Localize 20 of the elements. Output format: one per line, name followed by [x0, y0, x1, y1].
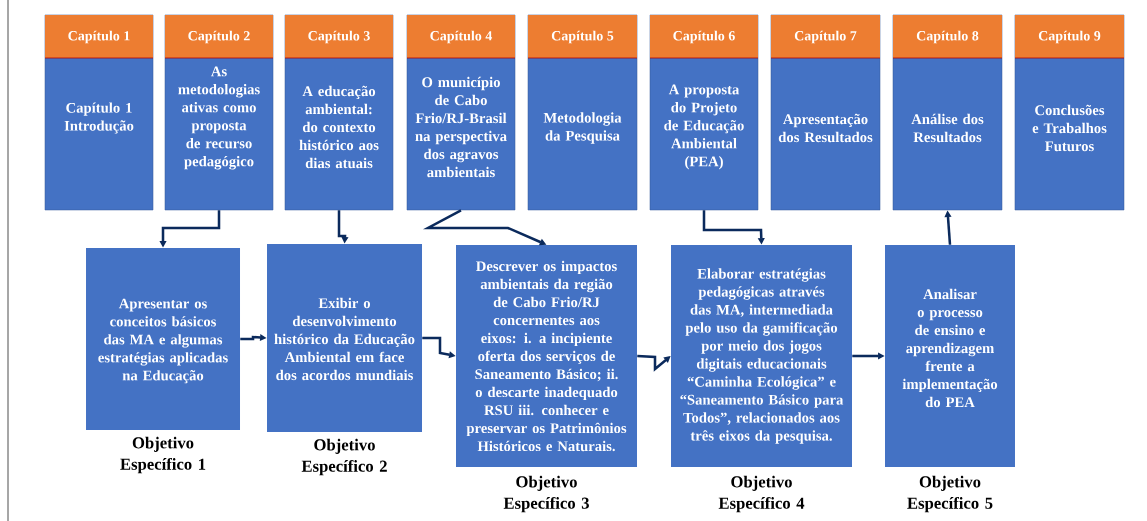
chapter-card: Capítulo 8 Análise dos Resultados: [892, 14, 1003, 211]
objective-caption: Objetivo Específico 3: [503, 475, 589, 513]
chapter-card: Capítulo 3 A educação ambiental: do contexto histórico aos dias atuais: [284, 14, 394, 211]
chapter-card: Capítulo 7 Apresentação dos Resultados: [770, 14, 881, 211]
chapter-card: Capítulo 9 Conclusões e Trabalhos Futuros: [1014, 14, 1125, 211]
objective-caption: Objetivo Específico 2: [301, 438, 387, 476]
objective-box: Descrever os impactos ambientais da região de Cabo Frio/RJ concernentes aos eixos: i. a incipiente oferta dos serviços de Saneamento Básico; ii. o descarte inadequado RSU iii. conhecer e preservar os Patrimônios Históricos e Naturais.: [456, 245, 637, 467]
objective-caption: Objetivo Específico 5: [907, 475, 993, 513]
objective-box: Elaborar estratégias pedagógicas através das MA, intermediada pelo uso da gamificação por meio dos jogos digitais educacionais “Caminha Ecológica” e “Saneamento Básico para Todos”, relacionados aos três eixos da pesquisa.: [671, 245, 852, 467]
chapter-card: Capítulo 5 Metodologia da Pesquisa: [527, 14, 638, 211]
objective-box: Analisar o processo de ensino e aprendizagem frente a implementação do PEA: [885, 245, 1015, 467]
chapter-card: Capítulo 4 O município de Cabo Frio/RJ-Brasil na perspectiva dos agravos ambientais: [406, 14, 516, 211]
objective-caption: Objetivo Específico 4: [718, 475, 805, 513]
objective-box: Apresentar os conceitos básicos das MA e algumas estratégias aplicadas na Educação: [86, 248, 240, 430]
objective-box: Exibir o desenvolvimento histórico da Educação Ambiental em face dos acordos mundiais: [267, 244, 422, 432]
arrow: [637, 354, 671, 372]
objective-caption: Objetivo Específico 1: [120, 436, 206, 474]
chapter-card: Capítulo 6 A proposta do Projeto de Educação Ambiental (PEA): [649, 14, 759, 211]
chapter-card: Capítulo 2 As metodologias ativas como proposta de recurso pedagógico: [164, 14, 274, 211]
chapter-card: Capítulo 1 Capítulo 1 Introdução: [44, 14, 154, 211]
